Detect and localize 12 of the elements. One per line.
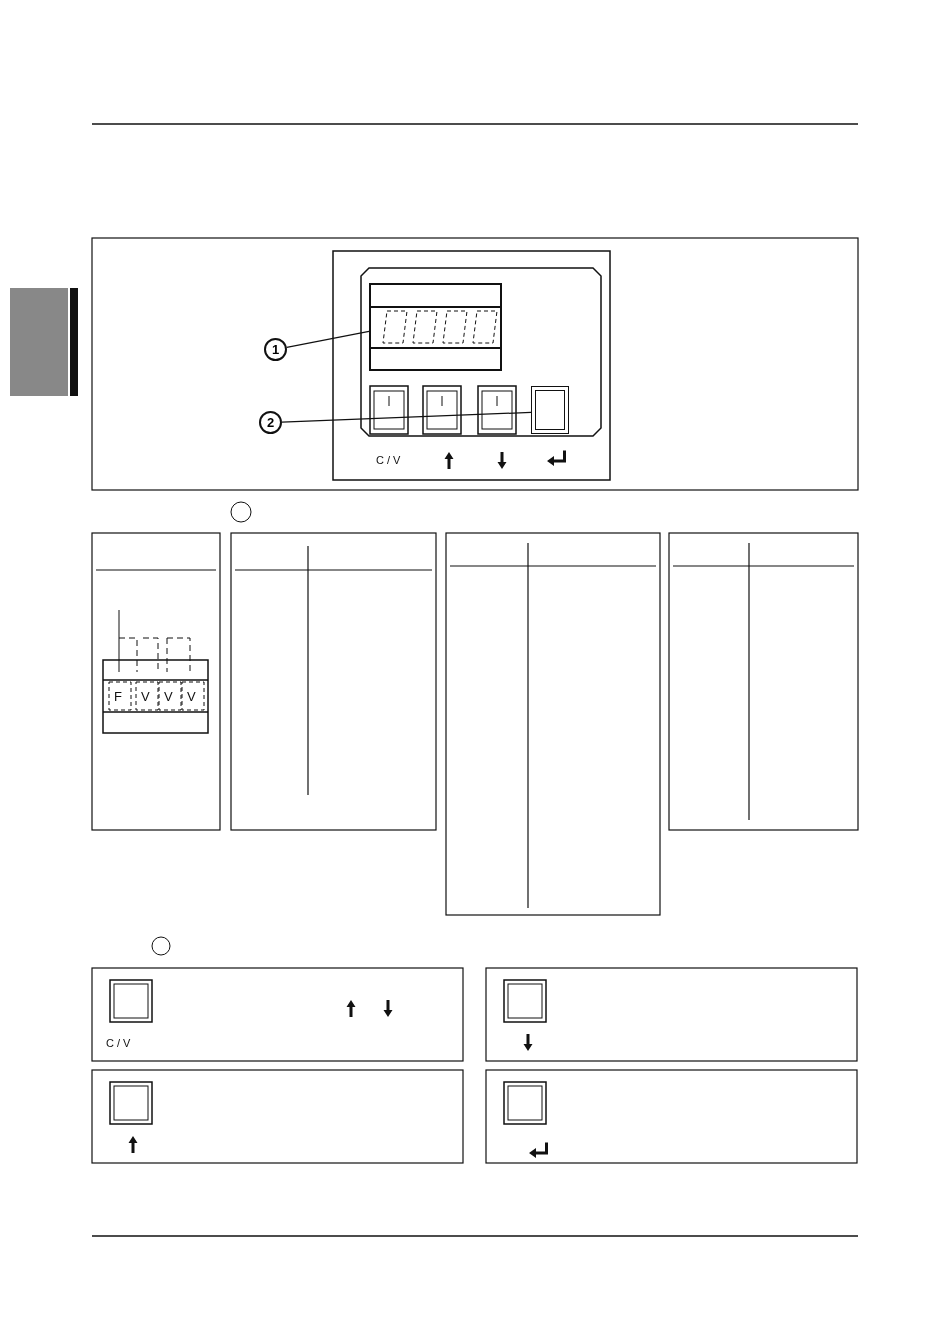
callout-number: 1 [264,338,287,361]
callout-number: 2 [259,411,282,434]
key-label: C / V [106,1038,131,1049]
display-character: V [141,690,150,703]
leader-line [281,411,532,423]
leader-line [286,330,370,348]
display-character: V [187,690,196,703]
display-window [369,283,502,371]
display-character: F [114,690,122,703]
key-label: C / V [376,455,401,466]
display-character: V [164,690,173,703]
enter-key [531,386,569,434]
